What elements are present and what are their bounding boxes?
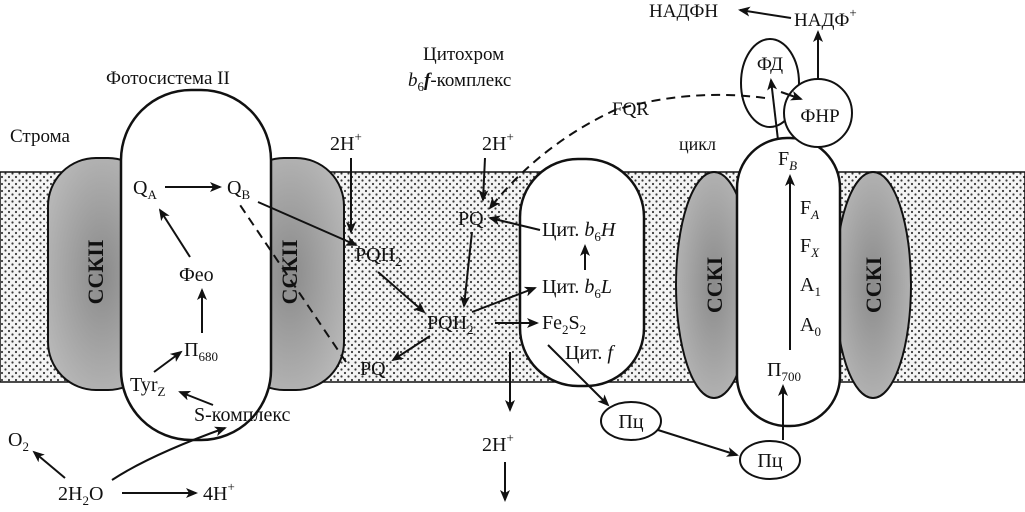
proton-top-left-label: 2H+ — [330, 129, 362, 155]
arrow-water-s — [111, 426, 227, 481]
ps1-core-shape — [735, 136, 842, 428]
fx-label: FX — [800, 235, 820, 260]
plastocyanin-1-shape — [600, 401, 662, 441]
pqh2-a-label: PQH2 — [355, 244, 402, 269]
ssk1-right-label: ССКI — [861, 257, 886, 313]
fnr-label: ФНР — [800, 106, 839, 127]
ps2-title: Фотосистема II — [106, 68, 230, 89]
tyrz-label: TyrZ — [130, 374, 165, 399]
ferredoxin-label: ФД — [757, 54, 783, 75]
plastocyanin-2-shape — [739, 440, 801, 480]
pqh2-b-label: PQH2 — [427, 312, 474, 337]
cytochrome-title-line2: b6f-комплекс — [408, 70, 511, 94]
a0-label: A0 — [800, 314, 821, 339]
proton-bottom-label: 2H+ — [482, 430, 514, 456]
water-label: 2H2O — [58, 483, 103, 508]
ssk2-left-label: ССКII — [83, 240, 108, 305]
arrow-nadp-nadph — [738, 6, 792, 19]
p700-label: П700 — [767, 359, 801, 384]
arrow-feo-qa — [158, 208, 191, 258]
p680-label: П680 — [184, 339, 218, 364]
cyt-b6l-label: Цит. b6L — [542, 276, 612, 301]
cyt-f-label: Цит. f — [565, 342, 615, 364]
cytochrome-title-line1: Цитохром — [423, 44, 504, 65]
dashed-pq-qb — [239, 204, 347, 363]
ssk2-right-label: ССКII — [277, 240, 302, 305]
fe2s2-label: Fe2S2 — [542, 312, 586, 337]
arrow-fb-fd — [767, 78, 779, 141]
arrow-pqh2b-b6l — [471, 286, 537, 313]
arrow-pqh2b-pq — [391, 335, 431, 362]
cytochrome-complex-shape — [518, 157, 646, 388]
o2-label: O2 — [8, 429, 29, 454]
arrow-cytf-pc1 — [547, 344, 610, 407]
fa-label: FA — [800, 197, 819, 222]
arrow-proton-cyt-down — [478, 157, 489, 202]
cyt-b6h-label: Цит. b6H — [542, 219, 617, 244]
proton-cyt-top-label: 2H+ — [482, 129, 514, 155]
arrow-pq-pqh2b — [460, 231, 473, 308]
fqr-cyclic-path — [488, 93, 766, 210]
cycle-label: цикл — [679, 134, 716, 154]
arrow-pc1-pc2 — [657, 429, 739, 457]
arrow-fd-fnr — [780, 90, 803, 101]
qa-label: QA — [133, 177, 157, 202]
plastocyanin-2-label: Пц — [757, 450, 782, 472]
nadph-label: НАДФН — [649, 1, 718, 22]
h-out-label: 4H+ — [203, 479, 235, 505]
qb-label: QB — [227, 177, 250, 202]
arrow-pqh2a-pqh2b — [377, 271, 426, 314]
ssk1-left-label: ССКI — [702, 257, 727, 313]
pq-a-label: PQ — [458, 208, 484, 230]
arrow-water-o2 — [32, 450, 66, 479]
arrow-s-tyr — [178, 391, 214, 406]
stroma-label: Строма — [10, 126, 70, 147]
a1-label: A1 — [800, 274, 821, 299]
pq-b-label: PQ — [360, 358, 386, 380]
plastocyanin-1-label: Пц — [618, 411, 643, 433]
fb-label: FB — [778, 148, 797, 173]
arrow-tyr-p680 — [153, 350, 183, 373]
ps2-core-shape — [119, 88, 273, 442]
arrow-b6h-pq — [488, 215, 541, 231]
feo-label: Фео — [179, 264, 214, 286]
s-complex-label: S-комплекс — [194, 404, 291, 426]
nadp-label: НАДФ+ — [794, 5, 857, 31]
arrow-qb-pqh2 — [257, 201, 358, 246]
